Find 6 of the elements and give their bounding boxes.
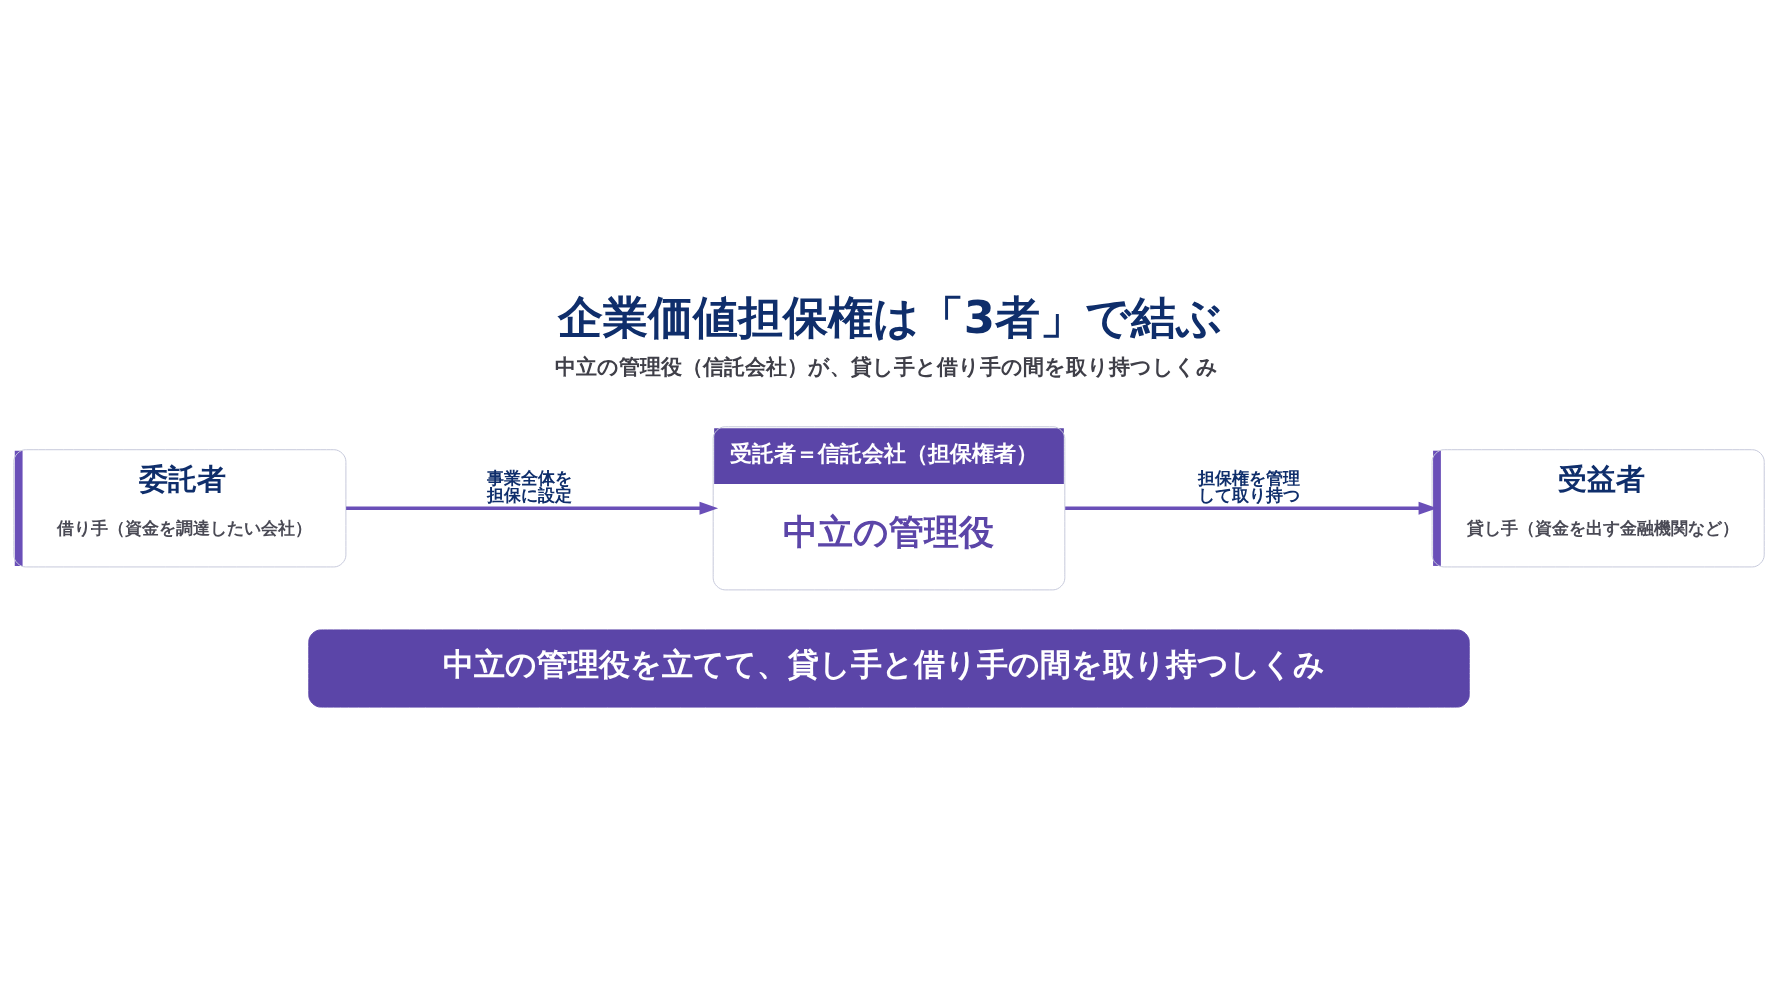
edge-label: 担保権を管理して取り持つ [1197,468,1300,505]
diagram-title: 企業価値担保権は「3者」で結ぶ [557,290,1223,344]
label: 中立の管理役（信託会社）が、貸し手と借り手の間を取り持つしくみ [554,353,1218,379]
arrow [346,501,719,515]
edge-label: 事業全体を担保に設定 [487,468,573,505]
node-box: 中立の管理役を立てて、貸し手と借り手の間を取り持つしくみ [308,628,1470,708]
